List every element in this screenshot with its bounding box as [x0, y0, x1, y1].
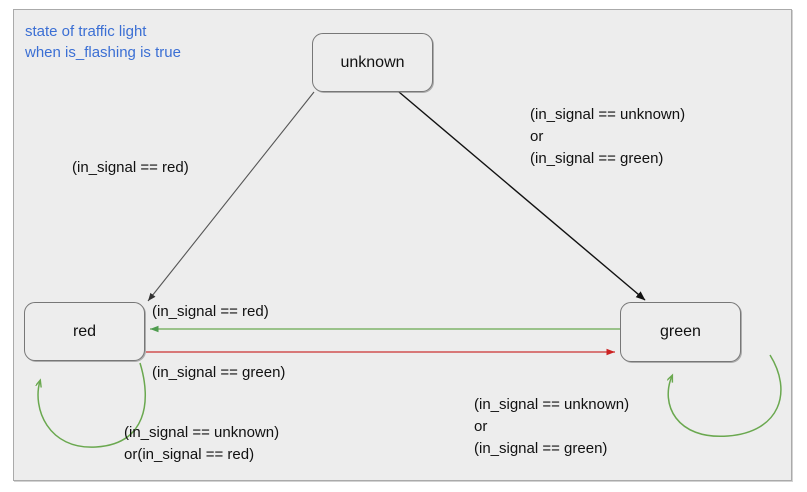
state-node-unknown-label: unknown: [340, 53, 405, 71]
edge-label-unknown-to-red: (in_signal == red): [72, 159, 189, 176]
diagram-title: state of traffic light when is_flashing …: [25, 23, 181, 61]
state-node-unknown[interactable]: unknown: [312, 33, 433, 92]
edge-label-red-to-green: (in_signal == green): [152, 364, 286, 381]
state-node-green-label: green: [660, 323, 701, 340]
edge-label-red-self-loop: (in_signal == unknown) or(in_signal == r…: [124, 424, 280, 463]
edge-label-green-to-red: (in_signal == red): [152, 303, 269, 320]
state-node-red-label: red: [72, 322, 97, 340]
edge-label-unknown-to-green: (in_signal == unknown) or (in_signal == …: [530, 106, 686, 167]
state-node-red[interactable]: red: [24, 302, 145, 361]
edge-label-green-self-loop: (in_signal == unknown) or (in_signal == …: [474, 396, 630, 457]
state-node-green[interactable]: green: [620, 302, 741, 362]
